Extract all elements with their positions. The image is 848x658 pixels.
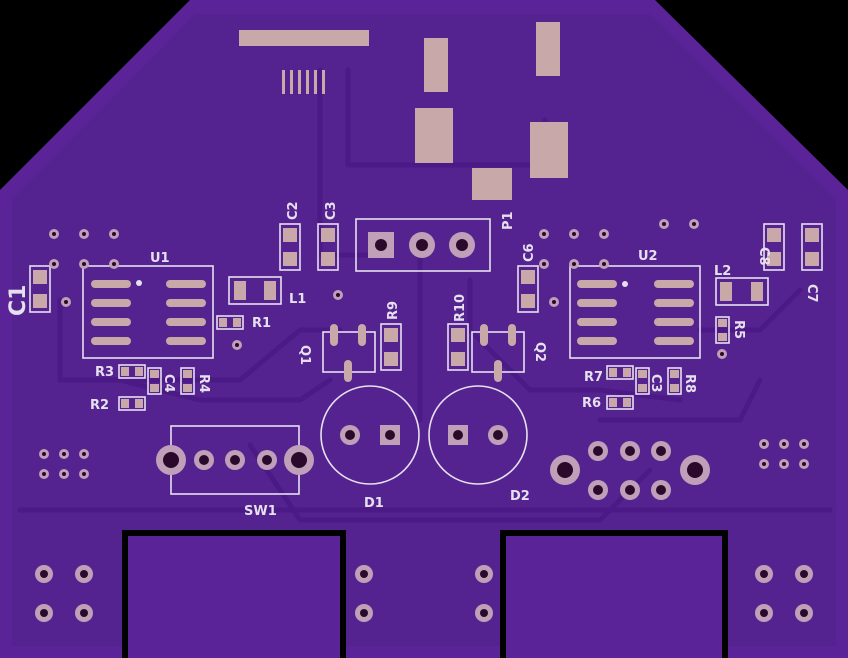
r9-label: R9 bbox=[386, 301, 401, 320]
r9-footprint bbox=[380, 323, 402, 371]
c4-footprint bbox=[180, 367, 195, 395]
u2-outline bbox=[569, 265, 701, 359]
c8-label: C8 bbox=[756, 247, 771, 266]
d2-label: D2 bbox=[510, 489, 530, 504]
u1-outline bbox=[82, 265, 214, 359]
cutout-left-inner bbox=[128, 536, 340, 658]
l2-label: L2 bbox=[714, 264, 731, 279]
pad-top-4 bbox=[530, 122, 568, 178]
top-pad-strip bbox=[239, 30, 369, 46]
q2-label: Q2 bbox=[532, 342, 547, 362]
r8-label: R8 bbox=[682, 374, 697, 393]
r8-footprint bbox=[667, 367, 682, 395]
p1-outline bbox=[355, 218, 491, 272]
q1-label: Q1 bbox=[297, 345, 312, 365]
r2-footprint bbox=[118, 396, 146, 411]
r7-footprint bbox=[606, 365, 634, 380]
r1-footprint bbox=[216, 315, 244, 330]
l2-outline bbox=[715, 277, 769, 306]
fine-pitch-connector bbox=[282, 70, 325, 94]
u1-label: U1 bbox=[150, 251, 170, 266]
r4-label: R4 bbox=[196, 374, 211, 393]
c1-label: C1 bbox=[6, 285, 31, 316]
u2-label: U2 bbox=[638, 249, 658, 264]
cutout-right-inner bbox=[506, 536, 722, 658]
u1-pads bbox=[91, 280, 206, 345]
pad-top-3 bbox=[415, 108, 453, 163]
d1-outline bbox=[320, 385, 420, 485]
r3-label: R3 bbox=[95, 365, 114, 380]
l1-outline bbox=[228, 276, 282, 305]
r7-label: R7 bbox=[584, 370, 603, 385]
c2-footprint bbox=[279, 223, 301, 271]
c4-label: C4 bbox=[161, 374, 176, 393]
r2-label: R2 bbox=[90, 398, 109, 413]
c9-footprint bbox=[635, 367, 650, 395]
p1-label: P1 bbox=[501, 211, 516, 230]
c6-label: C6 bbox=[522, 243, 537, 262]
bottom-holes bbox=[35, 565, 813, 622]
c5-footprint bbox=[147, 367, 162, 395]
r5-label: R5 bbox=[731, 320, 746, 339]
r3-footprint bbox=[118, 364, 146, 379]
c7-label: C7 bbox=[804, 284, 819, 303]
vias bbox=[39, 219, 809, 479]
q1-footprint bbox=[322, 324, 376, 382]
r1-label: R1 bbox=[252, 316, 271, 331]
c3-label: C3 bbox=[324, 201, 339, 220]
u2-pads bbox=[577, 280, 694, 345]
sw1-label: SW1 bbox=[244, 504, 277, 519]
c3-footprint bbox=[317, 223, 339, 271]
right-connector bbox=[550, 441, 710, 500]
r10-footprint bbox=[447, 323, 469, 371]
pad-top-2 bbox=[536, 22, 560, 76]
c1-footprint bbox=[29, 265, 51, 313]
u1-pin1-marker bbox=[136, 280, 142, 286]
pad-top-1 bbox=[424, 38, 448, 92]
u2-pin1-marker bbox=[622, 281, 628, 287]
c3b-label: C3 bbox=[648, 374, 663, 393]
d2-outline bbox=[428, 385, 528, 485]
q2-footprint bbox=[471, 324, 525, 382]
c7-footprint bbox=[801, 223, 823, 271]
l1-label: L1 bbox=[289, 292, 306, 307]
d1-label: D1 bbox=[364, 496, 384, 511]
c8-footprint bbox=[763, 223, 785, 271]
pad-top-5 bbox=[472, 168, 512, 200]
r10-label: R10 bbox=[453, 294, 468, 322]
r5-footprint bbox=[715, 316, 730, 344]
r6-label: R6 bbox=[582, 396, 601, 411]
r6-footprint bbox=[606, 395, 634, 410]
c6-footprint bbox=[517, 265, 539, 313]
c2-label: C2 bbox=[286, 201, 301, 220]
